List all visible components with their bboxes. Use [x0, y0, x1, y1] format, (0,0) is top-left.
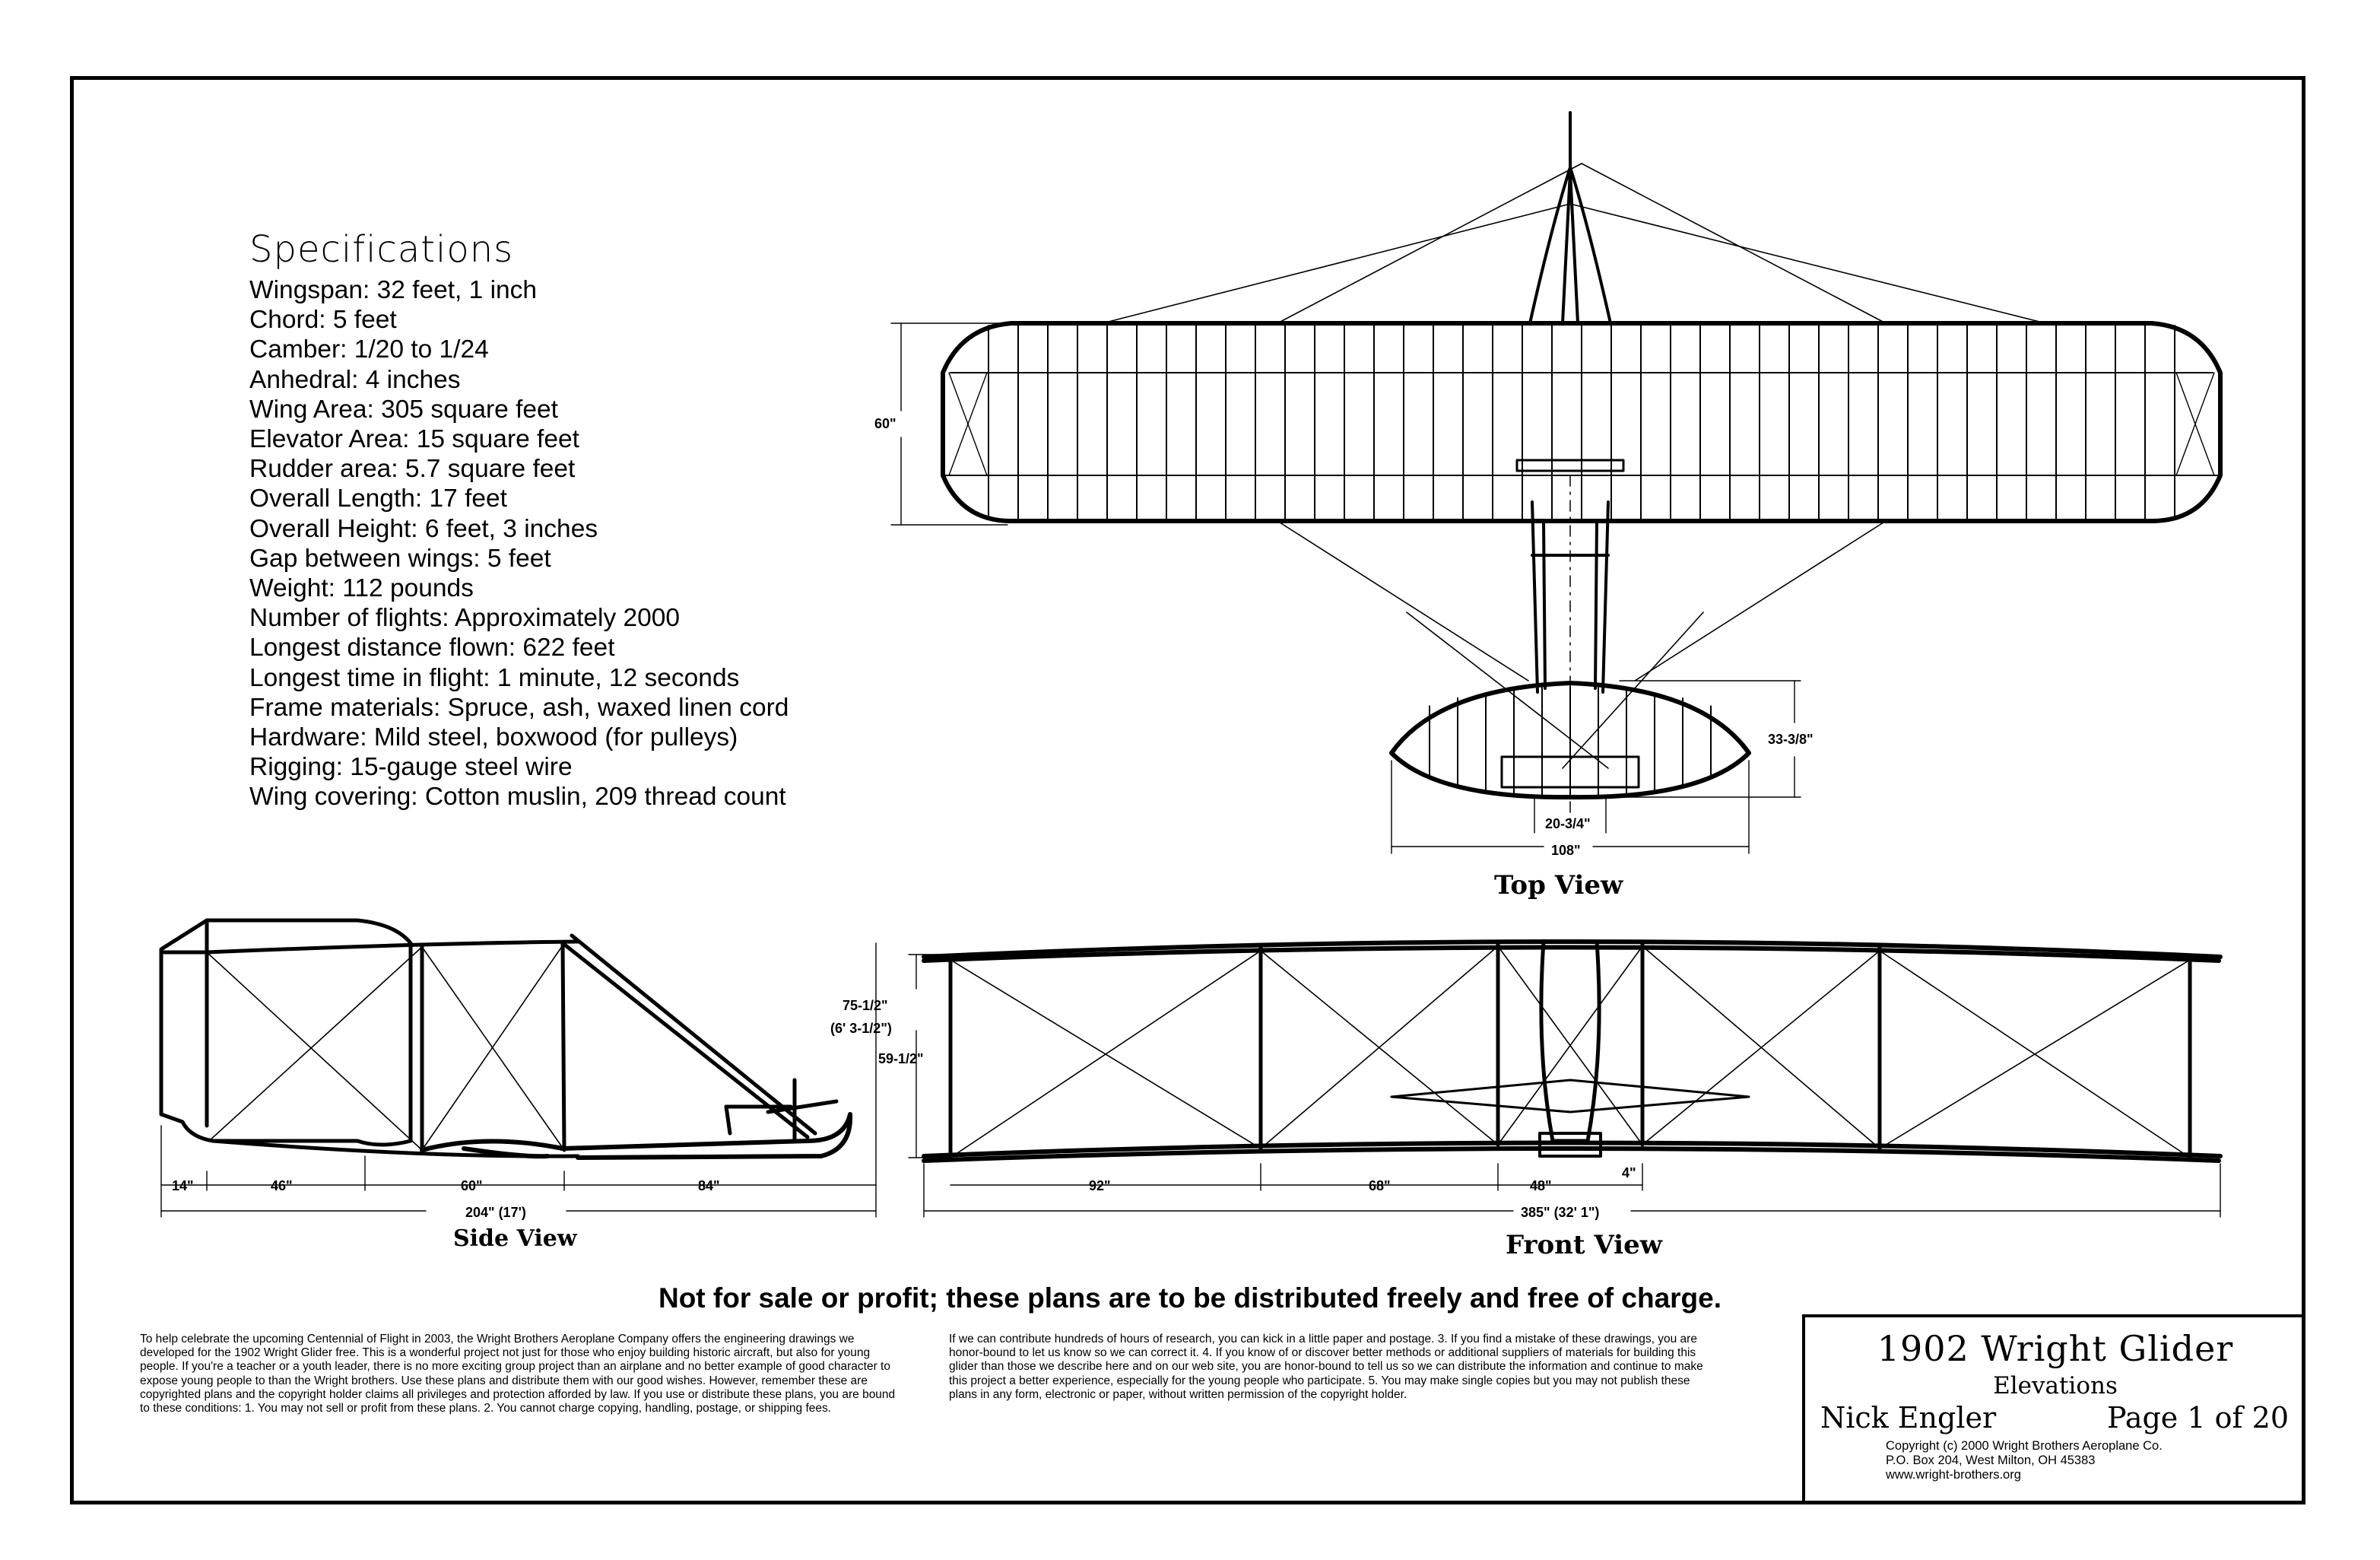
spec-item: Anhedral: 4 inches: [249, 365, 461, 394]
top-view-ribs: [988, 325, 2175, 520]
dim-front-height-ft: (6' 3-1/2"): [830, 1021, 892, 1036]
elevator-boom: [1528, 111, 1612, 325]
front-view-label: Front View: [1506, 1230, 1663, 1260]
front-view-elevator: [1390, 1079, 1750, 1114]
spec-item: Hardware: Mild steel, boxwood (for pulle…: [249, 723, 738, 752]
dim-elevator-center: 20-3/4": [1545, 816, 1591, 831]
spec-item: Camber: 1/20 to 1/24: [249, 335, 489, 364]
dim-front-4: 4": [1622, 1165, 1636, 1180]
dim-side-1: 14": [172, 1178, 194, 1193]
dim-elevator-span: 108": [1551, 843, 1581, 858]
address-line: P.O. Box 204, West Milton, OH 45383: [1886, 1454, 2096, 1467]
specifications-title: Specifications: [249, 228, 514, 271]
spec-item: Gap between wings: 5 feet: [249, 544, 551, 573]
specifications-block: Specifications Wingspan: 32 feet, 1 inch…: [249, 228, 934, 812]
dim-side-4: 84": [698, 1178, 720, 1193]
spec-item: Longest distance flown: 622 feet: [249, 634, 615, 662]
drawing-subtitle: Elevations: [1993, 1372, 2118, 1400]
website-link[interactable]: www.wright-brothers.org: [1886, 1468, 2021, 1482]
elevator-ribs: [1429, 686, 1712, 797]
dim-side-3: 60": [461, 1178, 483, 1193]
spec-item: Frame materials: Spruce, ash, waxed line…: [249, 693, 789, 722]
top-view-label: Top View: [1494, 870, 1623, 901]
top-view-elevator: [1389, 681, 1751, 800]
side-view-rudder-frame: [159, 918, 413, 1147]
drawing-border: [70, 76, 2305, 1504]
dim-front-2: 68": [1369, 1178, 1391, 1193]
side-view-elevator-struts: [560, 933, 839, 1143]
front-view-rudder-mount: [1538, 939, 1602, 1158]
dim-front-3: 48": [1530, 1178, 1552, 1193]
spec-item: Rigging: 15-gauge steel wire: [249, 753, 573, 782]
terms-paragraph-left: To help celebrate the upcoming Centennia…: [140, 1333, 896, 1415]
spec-item: Wingspan: 32 feet, 1 inch: [249, 276, 538, 304]
spec-item: Elevator Area: 15 square feet: [249, 425, 579, 454]
front-view-bracing: [950, 945, 2191, 1158]
spec-item: Weight: 112 pounds: [249, 574, 474, 603]
side-view-bracing: [206, 942, 565, 1151]
spec-item: Overall Height: 6 feet, 3 inches: [249, 514, 598, 543]
dim-front-gap: 59-1/2": [878, 1051, 924, 1066]
top-view-bracing: [1102, 163, 2046, 769]
front-view-dim-lines: [908, 954, 2221, 1218]
page-number: Page 1 of 20: [2106, 1401, 2289, 1435]
copyright-info: Copyright (c) 2000 Wright Brothers Aerop…: [1886, 1439, 2163, 1482]
side-view-skids: [420, 1112, 853, 1160]
dim-side-2: 46": [271, 1178, 293, 1193]
spec-item: Chord: 5 feet: [249, 306, 397, 335]
front-view-wings: [922, 939, 2223, 1163]
dim-side-total: 204" (17'): [465, 1205, 526, 1220]
dim-front-height: 75-1/2": [843, 998, 888, 1013]
spec-item: Wing Area: 305 square feet: [249, 395, 558, 424]
hip-cradle: [1515, 459, 1625, 472]
dim-front-total: 385" (32' 1"): [1521, 1205, 1599, 1220]
copyright-line: Copyright (c) 2000 Wright Brothers Aerop…: [1886, 1439, 2163, 1453]
spec-item: Rudder area: 5.7 square feet: [249, 455, 576, 484]
front-view-struts: [948, 941, 2192, 1160]
top-view-dim-lines: [890, 322, 1801, 854]
spec-item: Number of flights: Approximately 2000: [249, 604, 681, 633]
dim-front-1: 92": [1089, 1178, 1111, 1193]
spec-item: Longest time in flight: 1 minute, 12 sec…: [249, 663, 740, 692]
dim-wing-chord: 60": [874, 416, 896, 431]
side-view-dim-lines: [160, 942, 877, 1218]
spec-item: Overall Length: 17 feet: [249, 485, 507, 513]
distribution-notice: Not for sale or profit; these plans are …: [658, 1282, 1722, 1314]
title-block: 1902 Wright Glider Elevations Nick Engle…: [1802, 1314, 2305, 1504]
side-view-label: Side View: [453, 1225, 578, 1252]
drawing-title: 1902 Wright Glider: [1877, 1328, 2234, 1369]
author-name: Nick Engler: [1820, 1401, 1997, 1435]
terms-paragraph-right: If we can contribute hundreds of hours o…: [949, 1333, 1703, 1401]
top-view-tip-bracing: [948, 372, 2215, 476]
spec-item: Wing covering: Cotton muslin, 209 thread…: [249, 783, 786, 812]
side-view: [159, 918, 877, 1218]
top-view: [890, 111, 2223, 854]
dim-elevator-chord: 33-3/8": [1768, 732, 1814, 747]
front-view: [908, 939, 2223, 1218]
